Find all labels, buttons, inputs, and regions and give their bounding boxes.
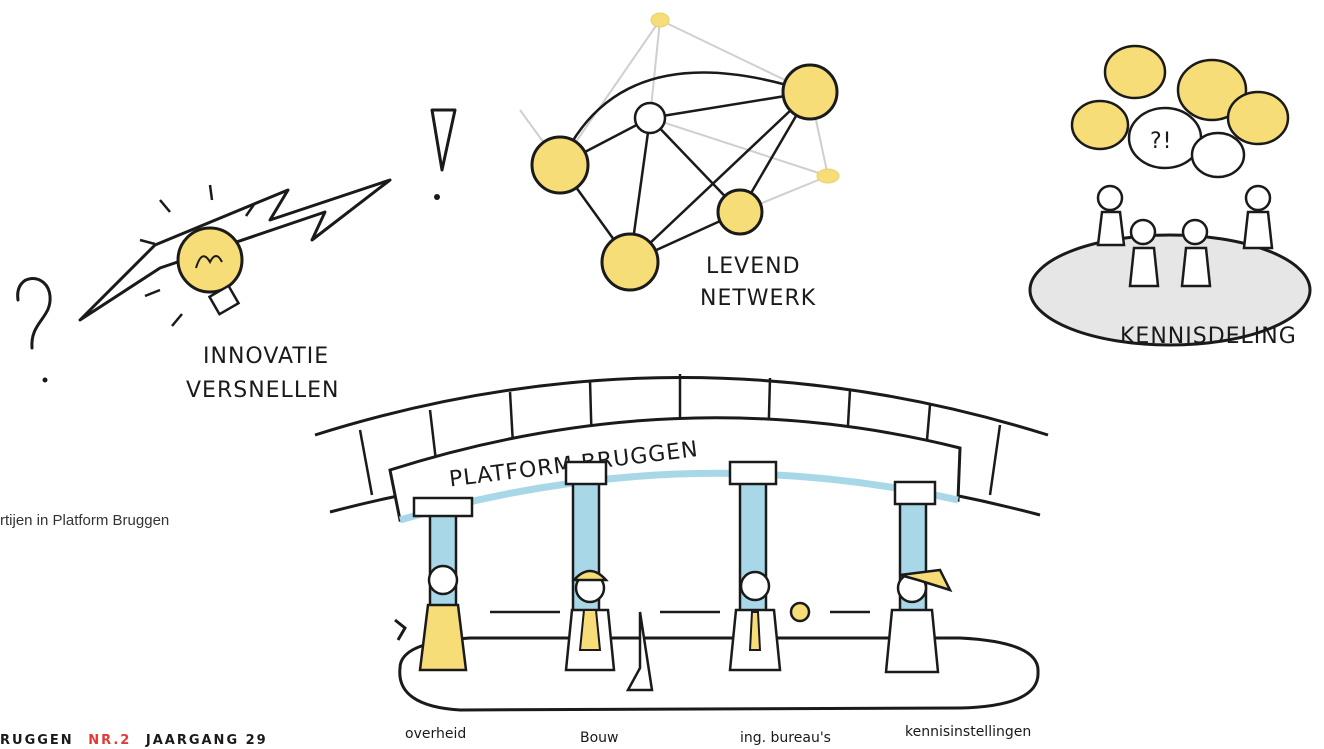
footer-issue: NR.2 <box>88 733 132 748</box>
network-node-icon <box>530 135 590 195</box>
figure-ing-bureaus <box>728 570 811 672</box>
knowledge-label: KENNISDELING <box>1120 324 1297 349</box>
page-footer: RUGGEN NR.2 JAARGANG 29 <box>0 733 268 748</box>
exclamation-icon <box>430 108 457 172</box>
table-icon <box>1028 233 1312 347</box>
ground-icon <box>398 636 1040 712</box>
figure-label-bouw: Bouw <box>580 730 619 746</box>
network-node-icon <box>781 63 839 121</box>
bridge-group: PLATFORM BRUGGEN <box>314 374 1049 746</box>
network-label-1: LEVEND <box>706 254 801 279</box>
network-node-icon <box>716 188 764 236</box>
innovation-group: INNOVATIE VERSNELLEN <box>16 108 457 403</box>
figure-overheid <box>394 564 468 672</box>
figure-caption: rtijen in Platform Bruggen <box>0 512 170 529</box>
figure-bouw <box>564 569 654 692</box>
innovation-label-2: VERSNELLEN <box>186 378 339 403</box>
figure-label-kennisinstellingen: kennisinstellingen <box>905 724 1031 740</box>
innovation-label-1: INNOVATIE <box>203 344 329 369</box>
network-node-icon <box>600 232 660 292</box>
footer-magazine: RUGGEN <box>0 733 74 748</box>
lightbulb-icon <box>139 184 257 327</box>
figure-kennisinstellingen <box>884 568 953 674</box>
question-mark-icon <box>16 277 52 350</box>
footer-volume: JAARGANG 29 <box>145 733 268 748</box>
knowledge-bubble-text: ?! <box>1150 129 1173 154</box>
knowledge-group: ?! KENNISDELING <box>1028 44 1312 349</box>
figure-label-ing-bureaus: ing. bureau's <box>740 730 831 746</box>
figure-label-overheid: overheid <box>405 726 466 742</box>
network-label-2: NETWERK <box>700 286 816 311</box>
network-group: LEVEND NETWERK <box>519 12 840 311</box>
network-node-icon <box>633 101 667 135</box>
